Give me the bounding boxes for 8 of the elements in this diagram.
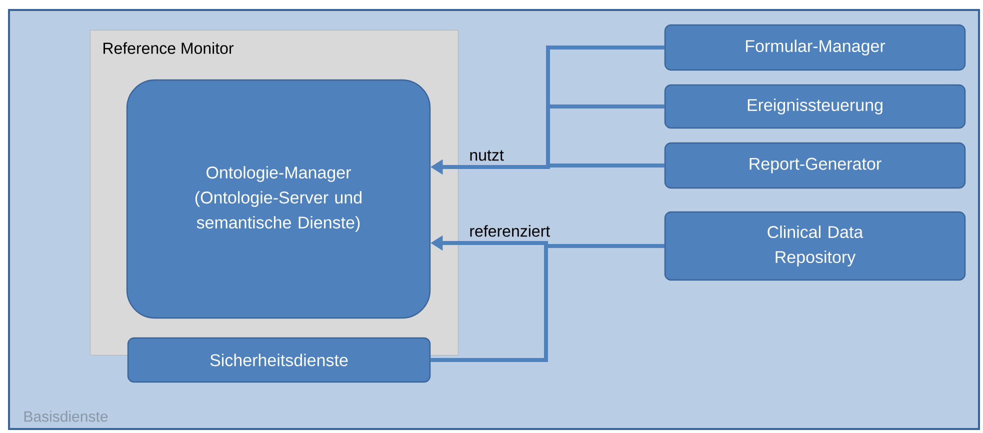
service-box: Ereignissteuerung [664,84,966,129]
manager-box: Ontologie-Manager (Ontologie-Server und semantische Dienste) [126,79,431,319]
service-box: Report-Generator [664,142,966,189]
service-box: Sicherheitsdienste [127,337,431,383]
edge-label: nutzt [468,149,505,162]
service-box: Clinical Data Repository [664,211,966,281]
service-box: Formular-Manager [664,24,966,71]
edge-label: referenziert [468,224,552,238]
